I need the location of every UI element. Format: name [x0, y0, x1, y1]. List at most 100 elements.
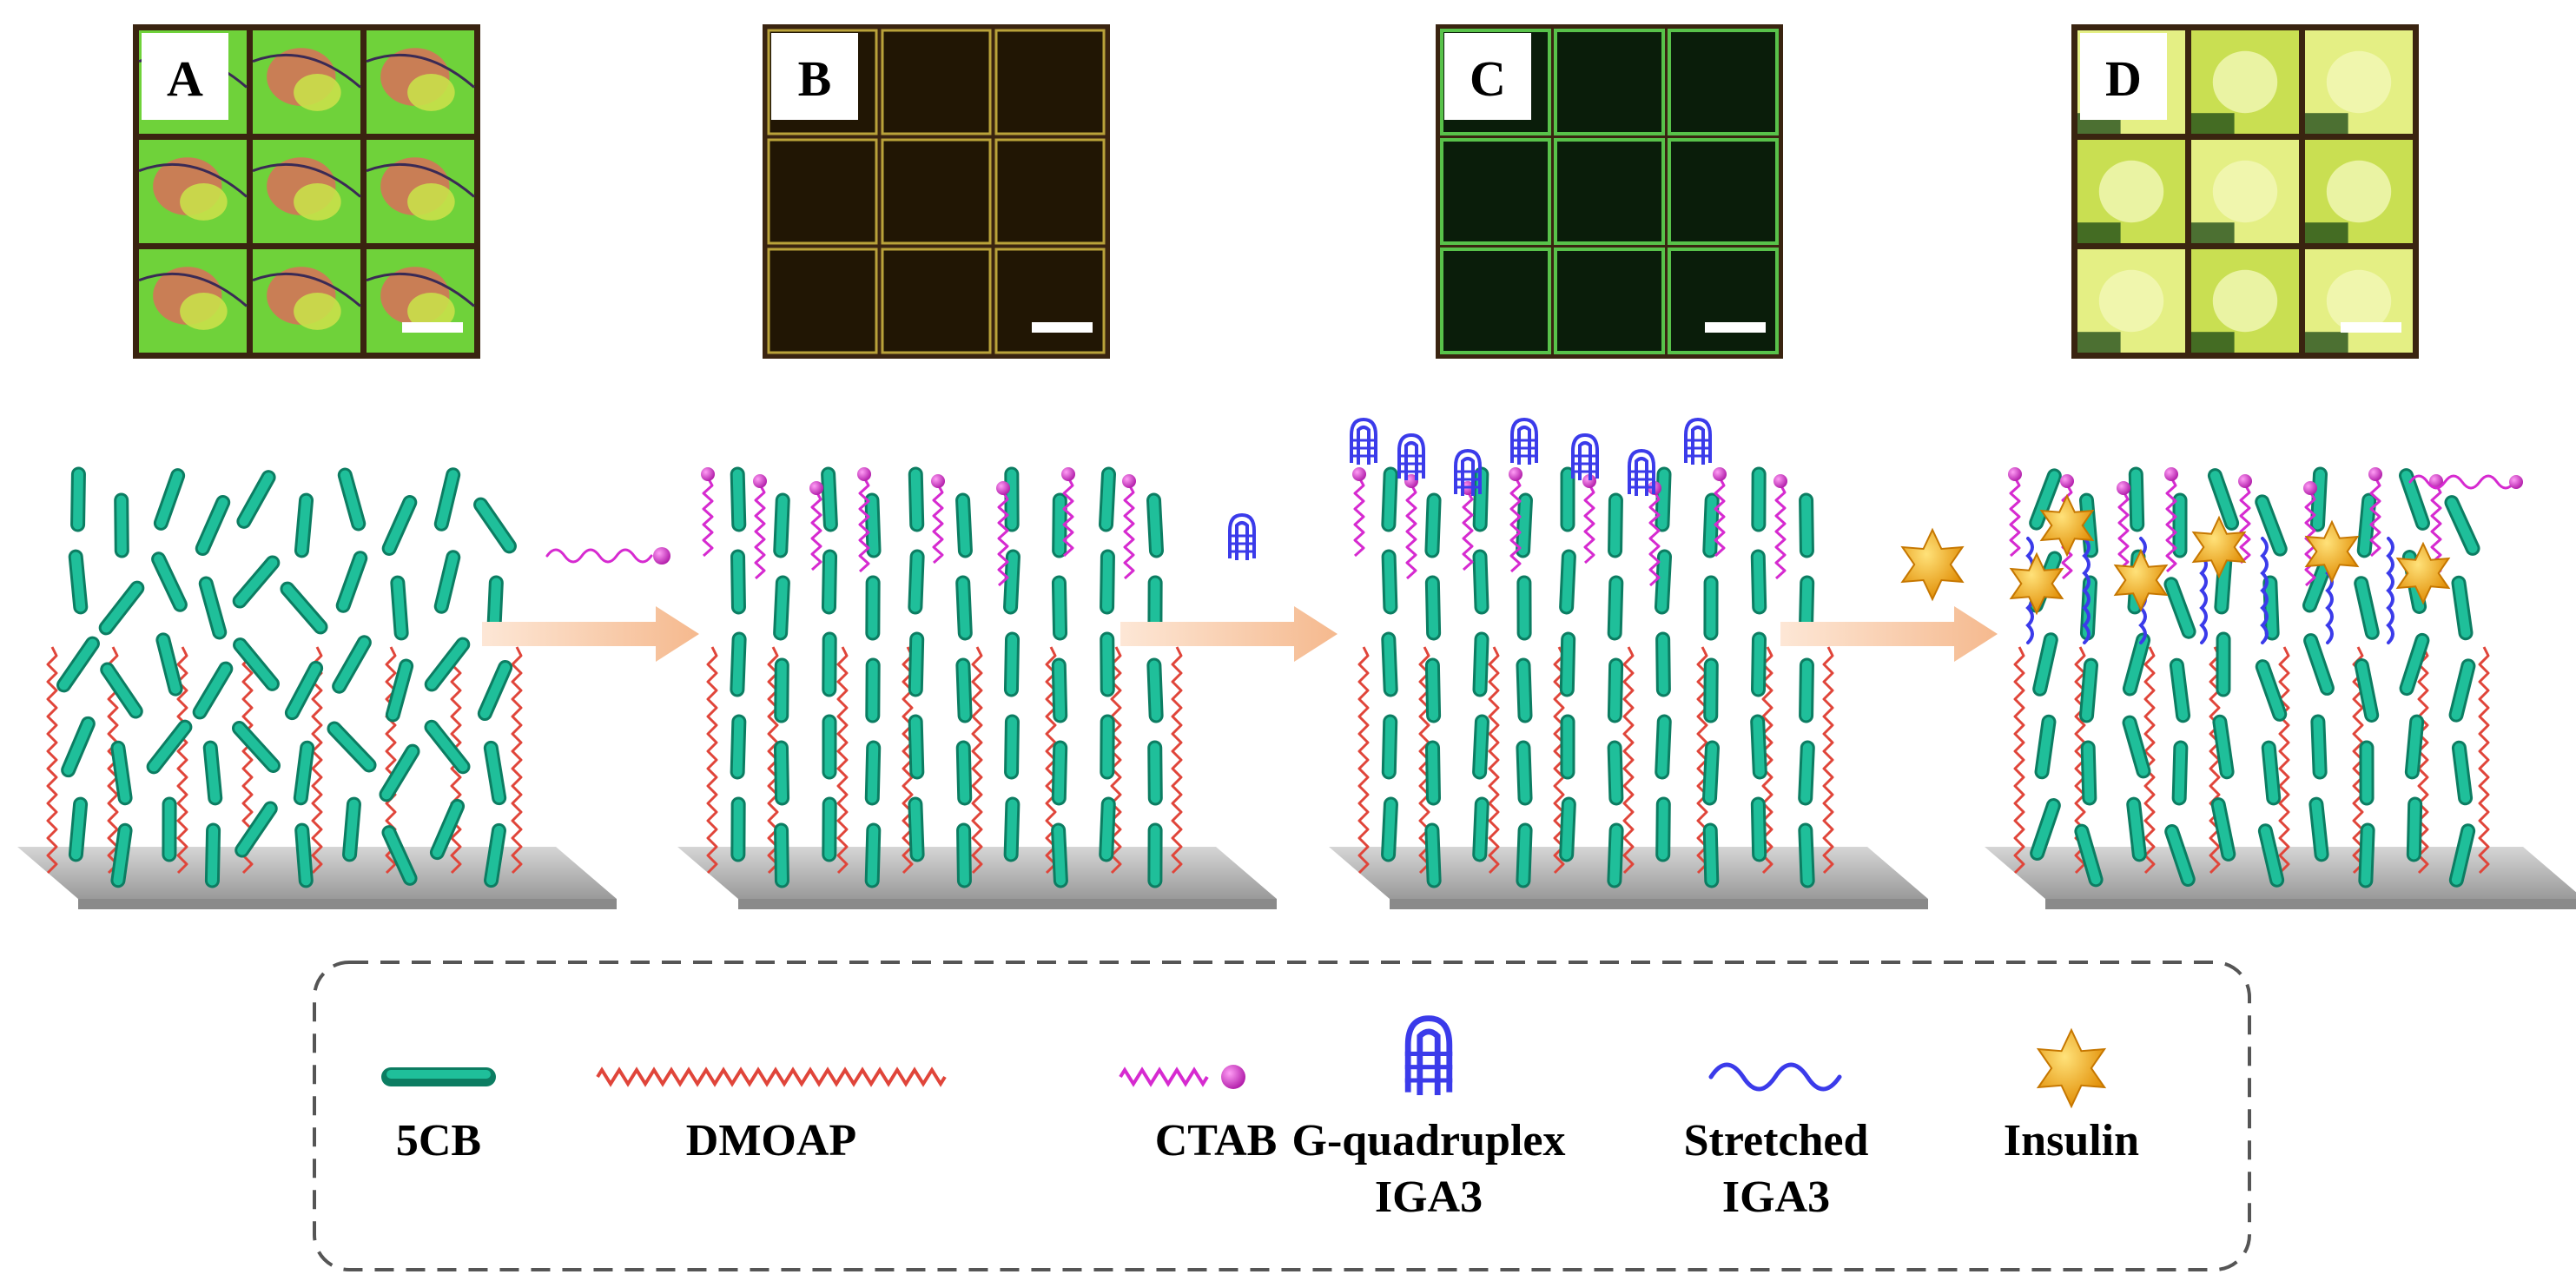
5cb-rod-highlight [155, 471, 183, 528]
g-quadruplex [1571, 433, 1599, 480]
birefringence-band [407, 73, 455, 111]
5cb-rod-highlight [2124, 717, 2149, 776]
5cb-rod-highlight [2451, 661, 2474, 720]
5cb-rod-highlight [1562, 551, 1574, 612]
g-quadruplex [1228, 512, 1256, 560]
5cb-rod-highlight [2451, 826, 2474, 885]
dmoap-chain [2278, 646, 2290, 875]
5cb-rod-highlight [867, 825, 879, 886]
legend-label-line2: IGA3 [1722, 1172, 1830, 1222]
legend-label: DMOAP [686, 1116, 856, 1165]
ctab-tail [1509, 477, 1522, 573]
dmoap-chain [836, 646, 849, 875]
5cb-rod-highlight [102, 664, 141, 716]
5cb-rod-highlight [1102, 551, 1113, 612]
5cb-rod-highlight [59, 638, 97, 690]
dmoap-chain-icon [596, 1066, 947, 1087]
5cb-rod-highlight [297, 825, 311, 886]
5cb-rod-highlight [2083, 743, 2095, 803]
ctab-surfactant-icon [1119, 1066, 1209, 1087]
5cb-rod-highlight [1706, 660, 1716, 721]
5cb-rod-highlight [205, 743, 221, 803]
ctab-tail [932, 484, 944, 565]
panel-cell [767, 138, 878, 245]
dark-domain [2191, 332, 2235, 353]
5cb-rod-highlight [1102, 634, 1113, 695]
5cb-rod-highlight [1656, 551, 1670, 612]
ctab-tail [858, 477, 870, 573]
scale-bar [1705, 322, 1766, 333]
ctab-head [2303, 481, 2317, 495]
5cb-rod-highlight [432, 801, 463, 858]
panel-cell [994, 29, 1106, 135]
5cb-rod-highlight [2263, 743, 2279, 803]
5cb-rod-highlight [2265, 578, 2277, 638]
5cb-rod-highlight [910, 551, 922, 612]
panel-cell [881, 248, 992, 354]
birefringence-band [180, 182, 228, 221]
ctab-tail [702, 477, 714, 558]
quadruplex-strand [1635, 457, 1648, 496]
g-quadruplex-icon [1404, 1015, 1453, 1096]
5cb-rod-highlight [1427, 660, 1439, 721]
insulin-star-icon [2036, 1027, 2107, 1109]
5cb-rod-highlight [1800, 743, 1813, 803]
ctab-tail [2165, 477, 2177, 573]
panel-a: A [133, 24, 480, 359]
5cb-rod-highlight [2174, 743, 2186, 803]
quadruplex-strand [1235, 521, 1249, 560]
quadruplex-strand [1578, 441, 1592, 480]
5cb-rod-highlight [2447, 498, 2478, 553]
stretched-iga3 [2260, 537, 2269, 644]
scale-bar [2341, 322, 2401, 333]
bright-domain [2212, 160, 2278, 223]
dark-domain [2191, 113, 2235, 134]
5cb-rod-highlight [384, 498, 415, 553]
quadruplex-strand [1461, 457, 1475, 496]
substrate [677, 847, 1277, 899]
5cb-rod-highlight [1518, 825, 1530, 886]
panel-c: C [1436, 24, 1783, 359]
ctab-tail [1123, 484, 1135, 580]
5cb-rod-highlight [2257, 497, 2285, 554]
ctab-head [1352, 467, 1366, 481]
5cb-rod-highlight [479, 662, 511, 719]
5cb-rod-highlight [1657, 469, 1669, 530]
bright-domain [2098, 160, 2164, 223]
panel-letter: D [2105, 50, 2142, 107]
5cb-rod-highlight [1149, 660, 1161, 721]
g-quadruplex [1397, 433, 1425, 480]
5cb-rod-highlight [2037, 716, 2054, 777]
substrate [17, 847, 617, 899]
5cb-rod-highlight [1006, 551, 1018, 612]
5cb-rod-highlight [2215, 716, 2232, 777]
quadruplex-strand [1350, 417, 1377, 463]
ctab-tail [1062, 477, 1074, 558]
ctab-tail [2304, 491, 2316, 587]
5cb-rod-highlight [732, 634, 744, 695]
dmoap-chain [1622, 646, 1635, 875]
dark-domain [2077, 222, 2121, 243]
dmoap-chain [1357, 646, 1370, 875]
stretched-iga3 [2386, 537, 2394, 644]
5cb-rod-highlight [426, 722, 468, 772]
ctab-tail [2369, 477, 2381, 558]
5cb-rod-highlight [1384, 551, 1396, 612]
5cb-rod-highlight [197, 497, 228, 554]
5cb-rod-highlight [381, 746, 418, 800]
5cb-rod-highlight [239, 472, 274, 526]
birefringence-band [407, 292, 455, 330]
quadruplex-strand [1628, 448, 1655, 494]
quadruplex-strand [1417, 1028, 1441, 1096]
5cb-rod-highlight [2407, 716, 2422, 777]
ctab-free-tail [2408, 474, 2516, 490]
5cb-rod-highlight [329, 723, 374, 770]
5cb-rod-highlight [2359, 495, 2375, 556]
panel-cell [1440, 138, 1551, 245]
panel-cell [881, 29, 992, 135]
ctab-head [1773, 474, 1787, 488]
dmoap-chain [2143, 646, 2156, 875]
reagent-ctab-tail [545, 548, 653, 564]
substrate-edge [738, 899, 1277, 909]
